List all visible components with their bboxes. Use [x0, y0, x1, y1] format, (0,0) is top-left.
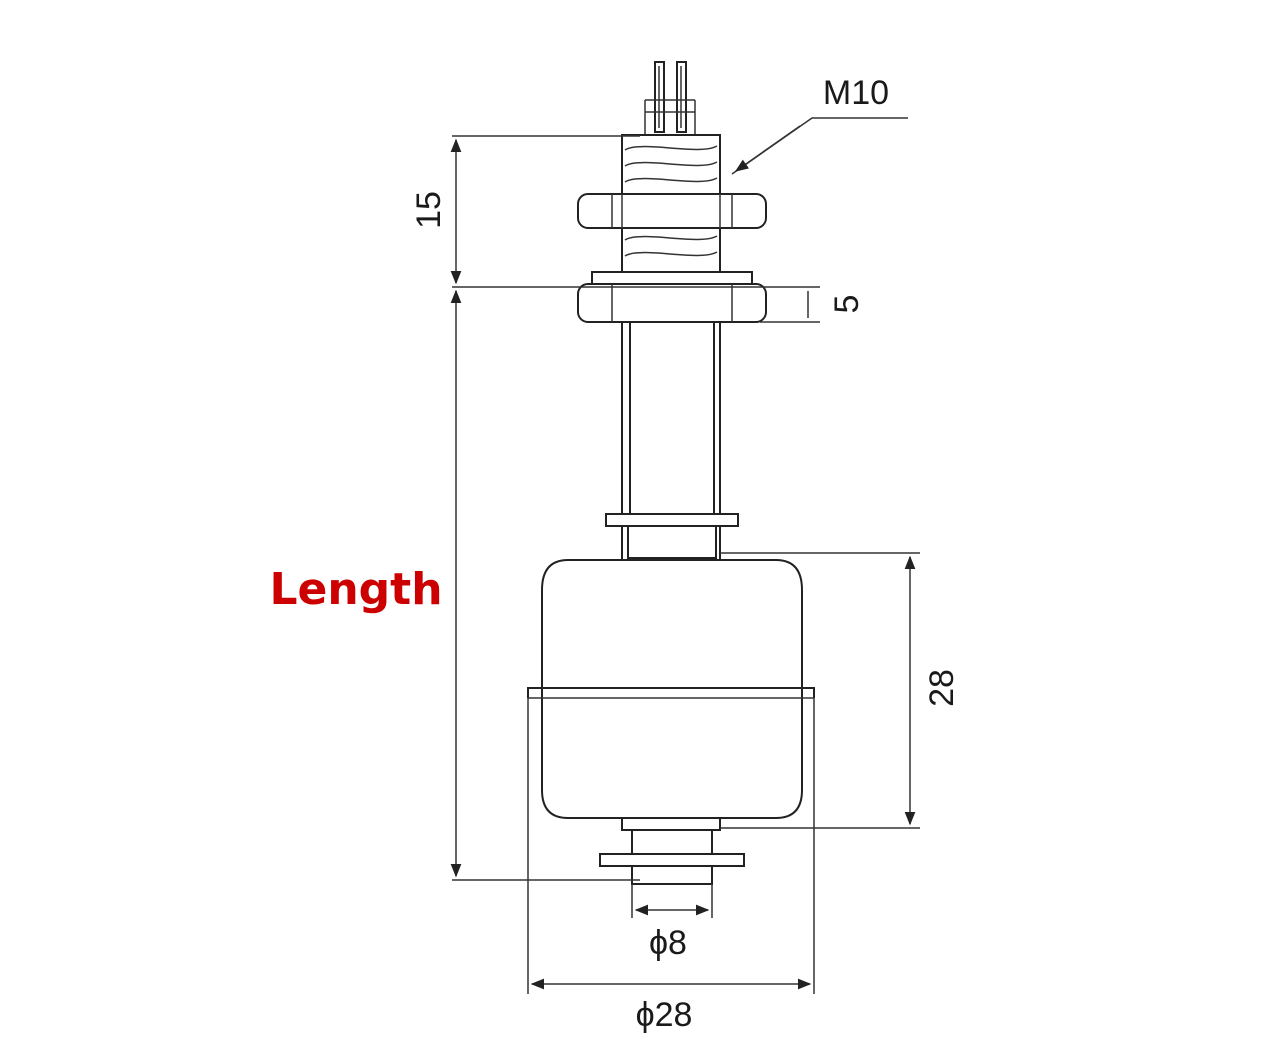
stem	[621, 321, 721, 560]
top-height-label: 15	[410, 191, 448, 229]
float-diameter-label: ϕ28	[636, 996, 693, 1034]
length-label: Length	[269, 564, 442, 615]
dimension-lines	[450, 117, 916, 990]
float-body	[527, 559, 815, 994]
extension-lines	[452, 135, 920, 918]
stem-diameter-label: ϕ8	[649, 924, 687, 962]
upper-nut	[577, 193, 767, 229]
wire-leads	[644, 61, 696, 135]
upper-stop-ring	[605, 513, 739, 527]
lower-nut	[577, 283, 767, 323]
thread-size-label: M10	[823, 74, 889, 112]
nut-height-label: 5	[828, 295, 866, 314]
lower-stem	[599, 817, 745, 885]
float-height-label: 28	[923, 669, 961, 707]
stem-collar	[627, 525, 717, 559]
washer	[591, 271, 753, 285]
